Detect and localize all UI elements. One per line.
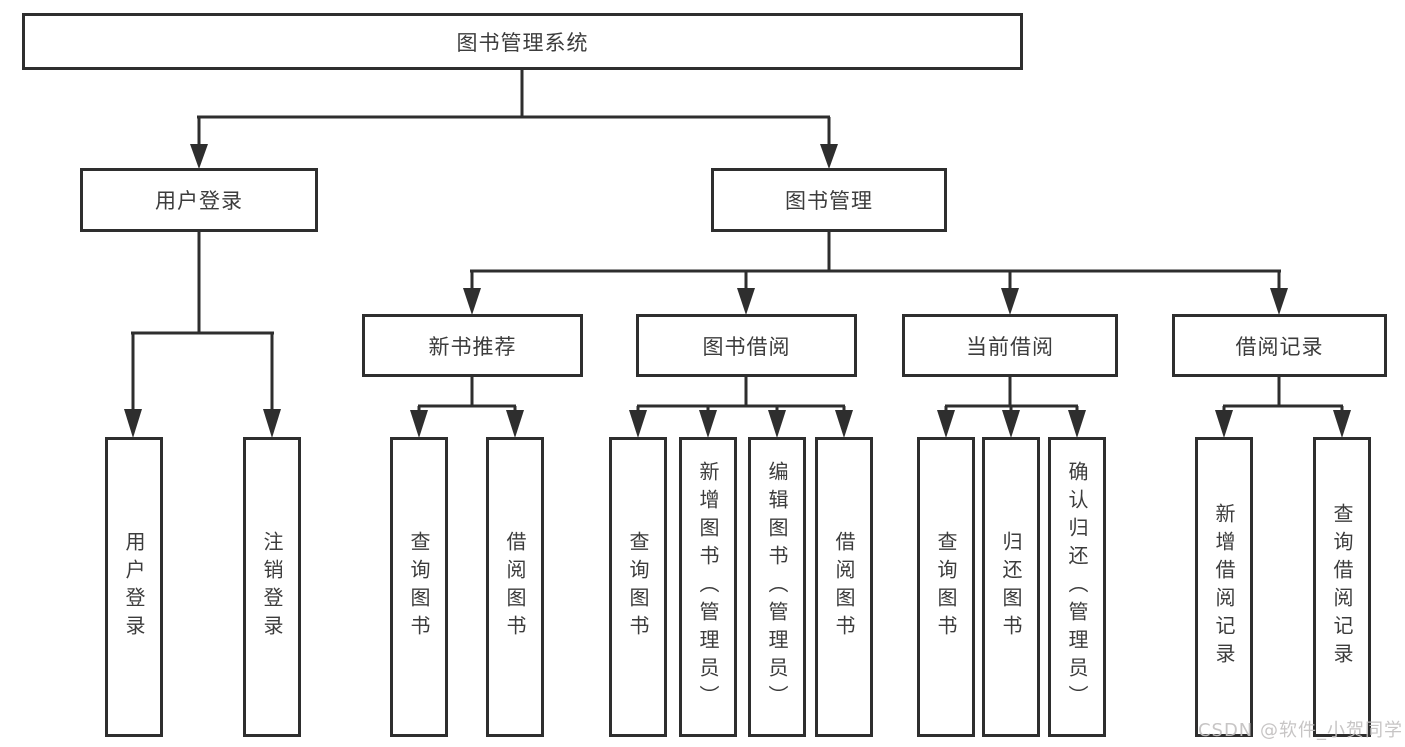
- leaf-label: 查询图书: [626, 531, 650, 643]
- node-label: 借阅记录: [1235, 334, 1324, 359]
- node-current-borrow: 当前借阅: [902, 314, 1118, 377]
- leaf-label: 注销登录: [260, 531, 284, 643]
- leaf-label: 借阅图书: [832, 531, 856, 643]
- leaf-record-query-borrow-record: 查询借阅记录: [1313, 437, 1371, 737]
- node-borrow-record: 借阅记录: [1172, 314, 1387, 377]
- leaf-borrow-add-book-admin: 新增图书（管理员）: [679, 437, 737, 737]
- leaf-record-add-borrow-record: 新增借阅记录: [1195, 437, 1253, 737]
- node-label: 用户登录: [155, 189, 243, 213]
- leaf-label: 查询图书: [407, 531, 431, 643]
- leaf-label: 编辑图书（管理员）: [765, 461, 789, 713]
- leaf-label: 用户登录: [122, 531, 146, 643]
- leaf-label: 新增图书（管理员）: [696, 461, 720, 713]
- node-label: 图书管理: [785, 189, 873, 213]
- node-user-login: 用户登录: [80, 168, 318, 232]
- leaf-current-query-book: 查询图书: [917, 437, 975, 737]
- leaf-logout: 注销登录: [243, 437, 301, 737]
- leaf-label: 归还图书: [999, 531, 1023, 643]
- leaf-label: 借阅图书: [503, 531, 527, 643]
- node-book-management: 图书管理: [711, 168, 947, 232]
- csdn-watermark: CSDN @软件_小贺同学: [1197, 720, 1403, 741]
- node-book-borrow: 图书借阅: [636, 314, 857, 377]
- node-label: 图书借阅: [702, 334, 791, 359]
- leaf-current-return-book: 归还图书: [982, 437, 1040, 737]
- node-root-library-system: 图书管理系统: [22, 13, 1023, 70]
- node-label: 当前借阅: [966, 334, 1054, 359]
- leaf-label: 查询借阅记录: [1330, 503, 1354, 671]
- leaf-borrow-edit-book-admin: 编辑图书（管理员）: [748, 437, 806, 737]
- leaf-label: 查询图书: [934, 531, 958, 643]
- node-new-book-recommend: 新书推荐: [362, 314, 583, 377]
- leaf-newbook-borrow-book: 借阅图书: [486, 437, 544, 737]
- node-label: 新书推荐: [428, 334, 517, 359]
- leaf-newbook-query-book: 查询图书: [390, 437, 448, 737]
- node-label: 图书管理系统: [456, 30, 589, 55]
- leaf-label: 新增借阅记录: [1212, 503, 1236, 671]
- leaf-borrow-borrow-book: 借阅图书: [815, 437, 873, 737]
- leaf-borrow-query-book: 查询图书: [609, 437, 667, 737]
- leaf-user-login: 用户登录: [105, 437, 163, 737]
- leaf-label: 确认归还（管理员）: [1065, 461, 1089, 713]
- leaf-current-confirm-return-admin: 确认归还（管理员）: [1048, 437, 1106, 737]
